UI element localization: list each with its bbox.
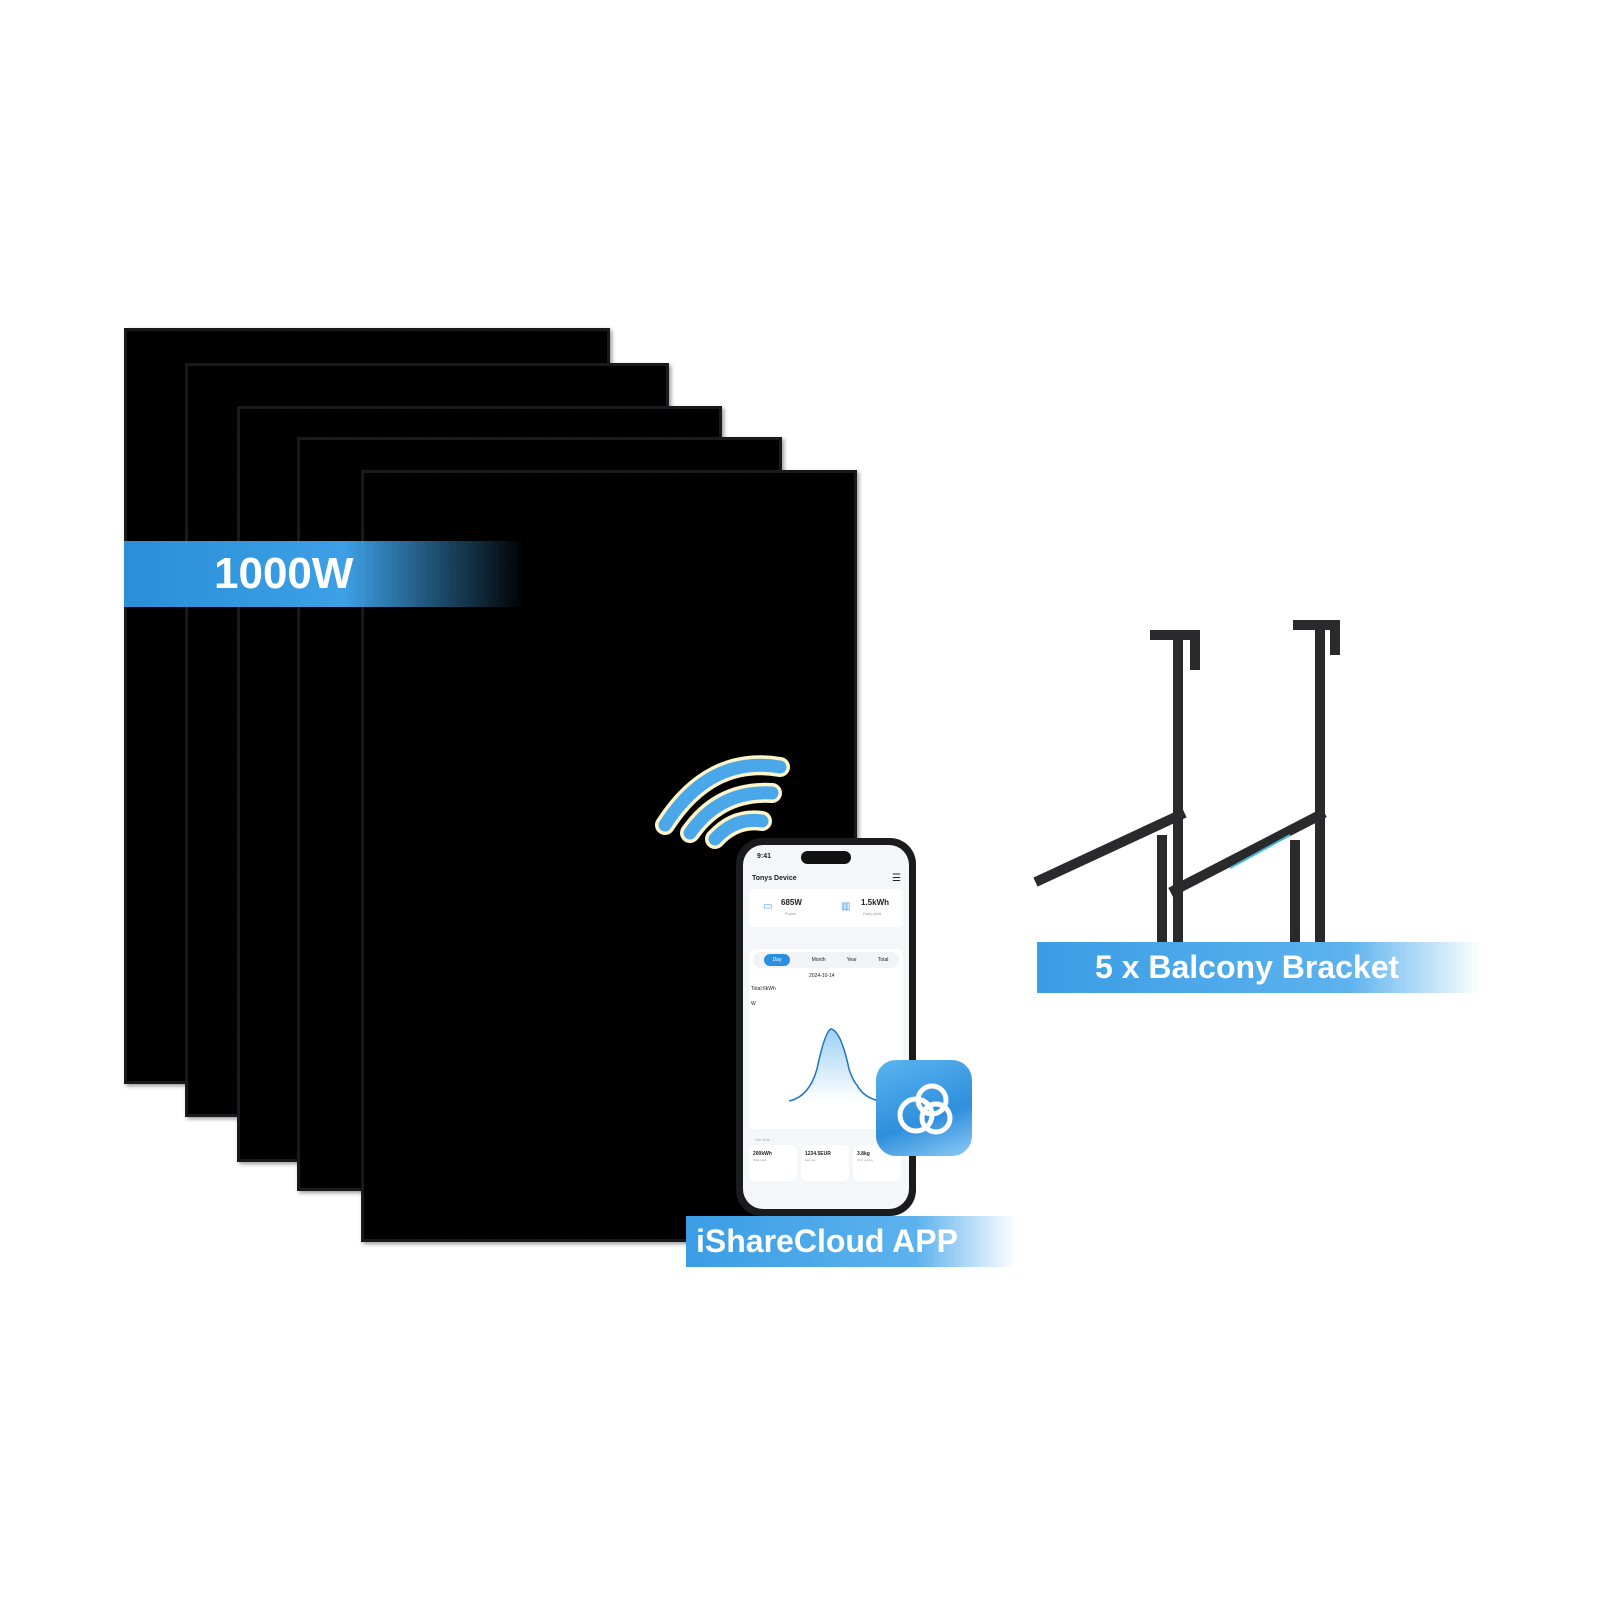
- yield-value: 1.5kWh: [861, 898, 890, 907]
- tab-year[interactable]: Year: [846, 957, 857, 963]
- power-value: 685W: [781, 898, 802, 907]
- tab-day[interactable]: Day: [763, 954, 791, 966]
- device-selector[interactable]: Tonys Device: [752, 875, 797, 882]
- bracket: [1168, 620, 1340, 945]
- total-energy: Total:6kWh: [751, 986, 776, 992]
- power-banner: 1000W: [124, 541, 524, 607]
- power-label: Power: [785, 911, 797, 916]
- bracket: [1033, 630, 1200, 945]
- stat-value: 1234.5EUR: [805, 1151, 831, 1157]
- period-tabs: Day Month Year Total: [753, 952, 899, 968]
- stat-value: 200kWh: [753, 1151, 772, 1157]
- phone: 9:41 Tonys Device ☰ ▭ 685W Power ▥ 1.5kW…: [736, 838, 916, 1216]
- status-time: 9:41: [757, 853, 772, 860]
- dynamic-island: [801, 851, 851, 864]
- tab-month[interactable]: Month: [811, 957, 826, 963]
- app-banner: iShareCloud APP: [686, 1216, 1016, 1267]
- lifetime-title: Life time: [755, 1137, 771, 1142]
- power-curve-line: [788, 1028, 880, 1102]
- yield-label: Daily yield: [863, 911, 882, 916]
- bracket-banner: 5 x Balcony Bracket: [1037, 942, 1482, 993]
- stat-label: Total yield: [753, 1158, 767, 1162]
- power-curve-area: [789, 1029, 879, 1101]
- menu-icon[interactable]: ☰: [892, 873, 901, 884]
- isharecloud-app-icon: [876, 1060, 972, 1156]
- wifi-icon: [655, 755, 790, 849]
- date-selector[interactable]: 2024-10-14: [809, 973, 835, 979]
- power-icon: ▭: [763, 901, 773, 912]
- stat-label: CO2 saving: [857, 1158, 873, 1162]
- cloud-icon: [897, 1083, 953, 1135]
- balcony-brackets: [1033, 620, 1340, 945]
- yield-icon: ▥: [841, 901, 851, 912]
- chart-unit: W: [751, 1001, 756, 1007]
- stat-value: 3.8kg: [857, 1151, 870, 1157]
- stat-label: Earning: [805, 1158, 816, 1162]
- power-curve-chart: [788, 1028, 880, 1102]
- tab-total[interactable]: Total: [877, 957, 889, 963]
